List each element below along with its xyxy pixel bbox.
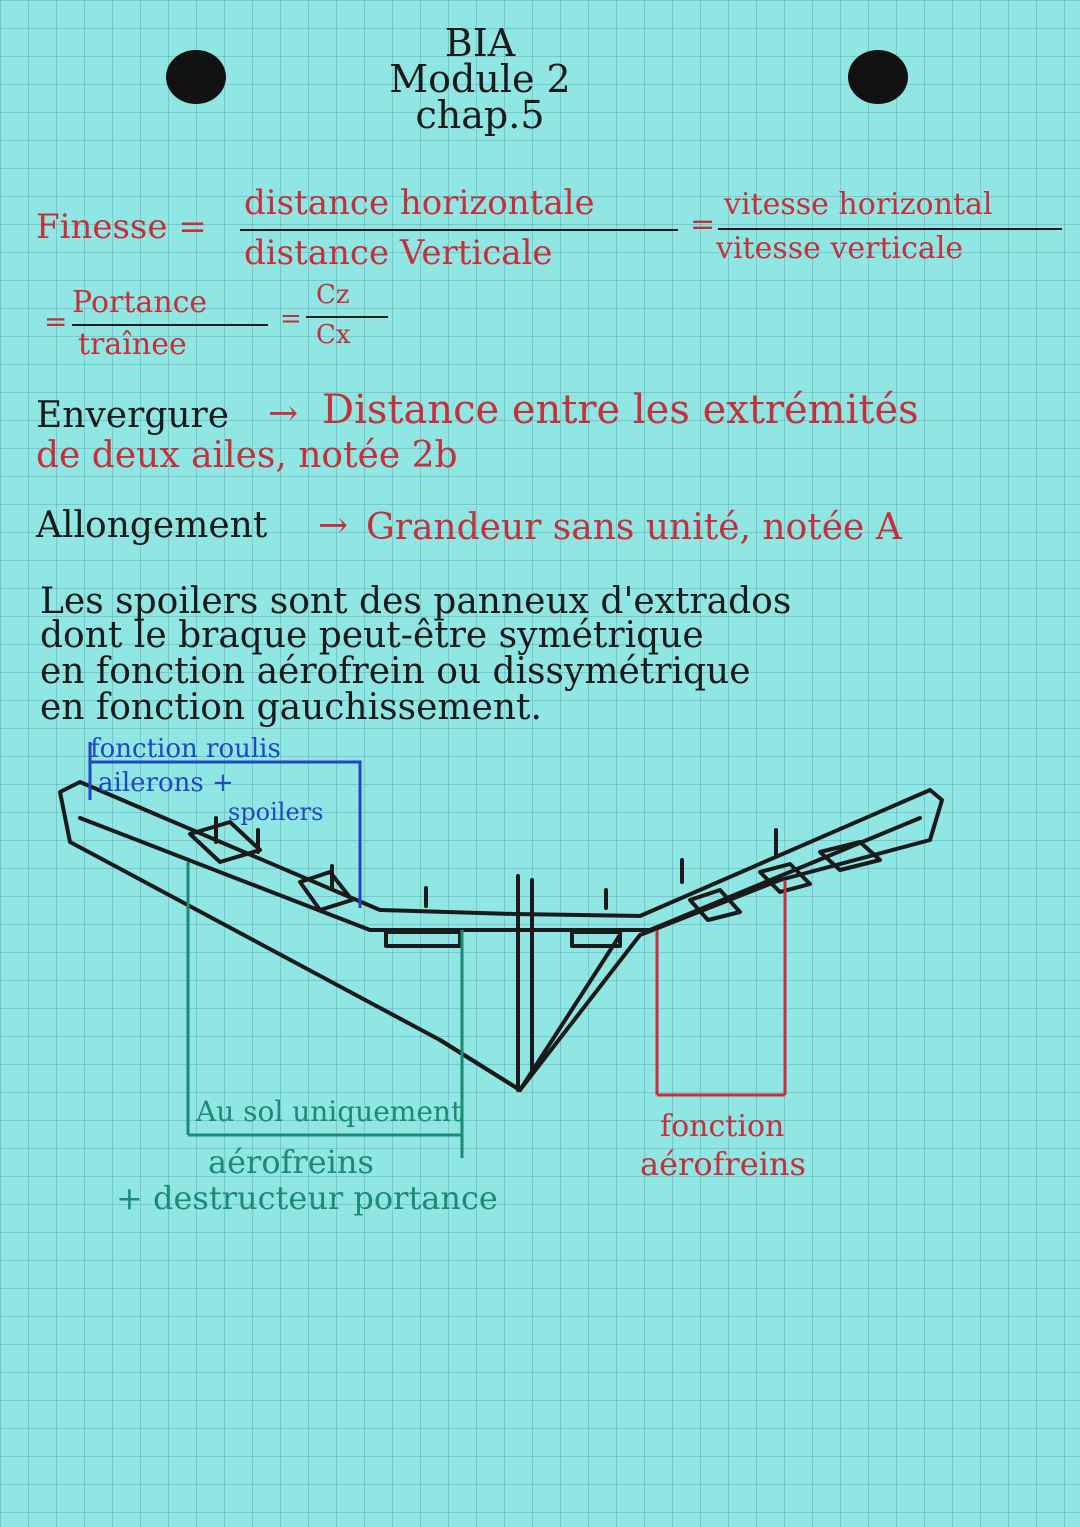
spoiler-panel-center-left bbox=[384, 930, 462, 948]
spoilers-line-2: dont le braque peut-être symétrique bbox=[40, 615, 704, 656]
finesse-denominator-distance: distance Verticale bbox=[244, 233, 553, 273]
label-fonction-roulis: fonction roulis bbox=[90, 734, 281, 764]
label-destructeur-portance: + destructeur portance bbox=[116, 1179, 498, 1217]
envergure-term: Envergure bbox=[36, 395, 230, 436]
spoiler-panel-right bbox=[818, 840, 882, 872]
title-line-2: Module 2 bbox=[389, 57, 571, 101]
spoiler-panel-center-right bbox=[570, 930, 622, 948]
left-wing-inner-edge bbox=[78, 816, 517, 932]
binder-hole-right bbox=[848, 50, 908, 104]
spoilers-line-3: en fonction aérofrein ou dissymétrique bbox=[40, 651, 751, 692]
equals-sign: = bbox=[44, 305, 68, 338]
envergure-definition-line-2: de deux ailes, notée 2b bbox=[36, 435, 458, 476]
ground-bracket bbox=[186, 862, 464, 1158]
finesse-label: Finesse = bbox=[36, 207, 207, 247]
spoilers-line-1: Les spoilers sont des panneux d'extrados bbox=[40, 581, 792, 622]
fraction-bar bbox=[72, 324, 268, 326]
fraction-bar bbox=[718, 228, 1062, 230]
finesse-denominator-speed: vitesse verticale bbox=[716, 231, 964, 266]
coefficient-cz: Cz bbox=[316, 280, 350, 310]
finesse-numerator-lift: Portance bbox=[72, 285, 208, 320]
allongement-term: Allongement bbox=[36, 505, 268, 546]
wing-outline bbox=[58, 780, 944, 1092]
wing-root-lines bbox=[438, 933, 622, 1092]
arrow: → bbox=[268, 393, 299, 434]
finesse-denominator-drag: traînee bbox=[78, 327, 187, 362]
envergure-definition-line-1: Distance entre les extrémités bbox=[322, 387, 919, 433]
label-au-sol-uniquement: Au sol uniquement bbox=[196, 1095, 463, 1128]
right-wing-inner-edge bbox=[513, 816, 922, 932]
binder-hole-left bbox=[166, 50, 226, 104]
aerofrein-bracket bbox=[655, 880, 787, 1097]
label-ailerons: ailerons + bbox=[98, 768, 234, 798]
fraction-bar bbox=[240, 229, 678, 231]
spoiler-panel-right bbox=[758, 862, 812, 894]
title-line-3: chap.5 bbox=[415, 93, 545, 137]
finesse-numerator-distance: distance horizontale bbox=[244, 183, 595, 223]
arrow: → bbox=[318, 505, 349, 546]
finesse-numerator-speed: vitesse horizontal bbox=[724, 187, 993, 222]
spoiler-panel-left bbox=[298, 870, 354, 912]
fraction-bar bbox=[306, 316, 388, 318]
allongement-definition: Grandeur sans unité, notée A bbox=[366, 507, 902, 548]
spoilers-line-4: en fonction gauchissement. bbox=[40, 687, 542, 728]
label-spoilers: spoilers bbox=[228, 798, 324, 826]
label-fonction: fonction bbox=[660, 1109, 785, 1144]
title-line-1: BIA bbox=[444, 21, 516, 65]
label-aerofreins: aérofreins bbox=[208, 1143, 374, 1181]
spoiler-panel-right bbox=[688, 888, 742, 922]
roulis-bracket bbox=[90, 760, 362, 908]
actuator-marks bbox=[214, 816, 778, 910]
equals-sign: = bbox=[280, 304, 302, 334]
label-aerofreins-right: aérofreins bbox=[640, 1145, 806, 1183]
coefficient-cx: Cx bbox=[316, 320, 351, 350]
equals-sign: = bbox=[690, 207, 716, 242]
